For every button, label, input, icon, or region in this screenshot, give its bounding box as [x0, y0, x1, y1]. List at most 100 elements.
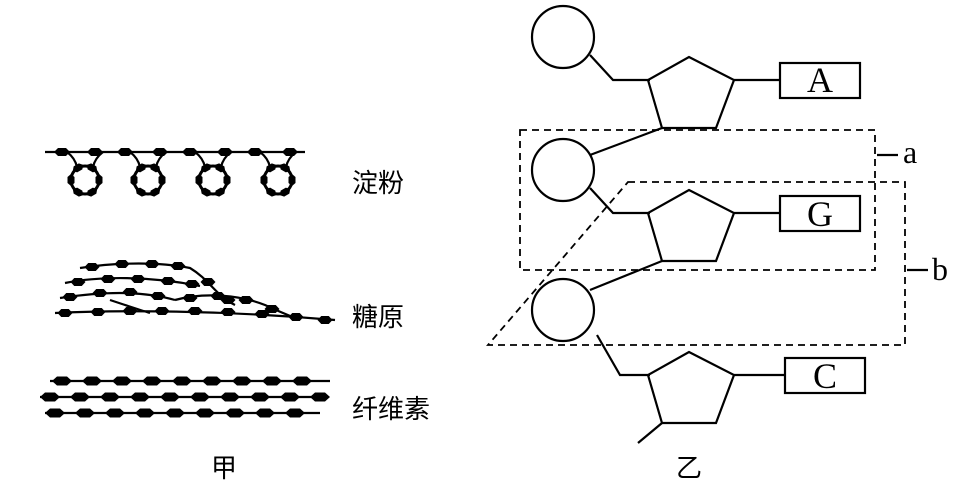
- pentose-sugar: [646, 55, 736, 130]
- glucose-unit: [254, 310, 270, 318]
- glucose-unit: [165, 408, 185, 418]
- glucose-unit: [265, 187, 277, 197]
- glucose-unit: [200, 163, 212, 173]
- glucose-unit: [117, 148, 133, 156]
- glucose-unit: [84, 263, 100, 271]
- glucose-unit: [122, 307, 138, 315]
- glucose-unit: [112, 376, 132, 386]
- base-box-a: [778, 61, 862, 100]
- glucose-unit: [210, 292, 226, 300]
- glucose-unit: [158, 174, 166, 186]
- glucose-unit: [317, 316, 333, 324]
- glucose-unit: [279, 187, 291, 197]
- glucose-unit: [114, 260, 130, 268]
- glucose-unit: [144, 260, 160, 268]
- pentose-sugar: [646, 188, 736, 263]
- glucose-unit: [182, 148, 198, 156]
- glucose-unit: [280, 392, 300, 402]
- glucose-unit: [172, 376, 192, 386]
- glucose-unit: [238, 296, 254, 304]
- glucose-unit: [150, 292, 166, 300]
- glucose-unit: [52, 376, 72, 386]
- region-a-box: [519, 129, 876, 271]
- glucose-unit: [184, 280, 200, 288]
- glucose-unit: [130, 392, 150, 402]
- glucose-unit: [100, 392, 120, 402]
- glucose-unit: [220, 296, 236, 304]
- glucose-unit: [54, 148, 70, 156]
- glucose-unit: [86, 163, 98, 173]
- glucose-unit: [72, 163, 84, 173]
- base-g-label: G: [807, 194, 833, 234]
- glucose-unit: [195, 408, 215, 418]
- pentose-sugar: [646, 350, 736, 425]
- glucose-unit: [220, 392, 240, 402]
- glucose-unit: [247, 148, 263, 156]
- panel-yi: A G C a: [486, 4, 948, 484]
- nucleotide-c: C: [530, 277, 867, 444]
- phosphate-circle: [530, 4, 596, 70]
- glucose-unit: [62, 293, 78, 301]
- cellulose-label: 纤维素: [352, 395, 430, 425]
- glucose-unit: [200, 278, 216, 286]
- glucose-unit: [135, 408, 155, 418]
- glucose-unit: [232, 376, 252, 386]
- glucose-unit: [67, 174, 75, 186]
- glucose-unit: [90, 308, 106, 316]
- bracket-a: a: [519, 129, 917, 271]
- glucose-unit: [154, 307, 170, 315]
- base-box-c: [783, 356, 867, 395]
- base-box-g: [778, 194, 862, 233]
- glucose-unit: [214, 187, 226, 197]
- base-a-label: A: [807, 60, 833, 100]
- glucose-unit: [92, 289, 108, 297]
- region-b-label: b: [932, 251, 948, 287]
- glucose-unit: [57, 309, 73, 317]
- glucose-unit: [200, 187, 212, 197]
- base-c-label: C: [813, 356, 837, 396]
- starch-structure: [45, 148, 305, 197]
- glucose-unit: [130, 275, 146, 283]
- glucose-unit: [202, 376, 222, 386]
- phosphate-circle: [530, 137, 596, 203]
- glucose-unit: [105, 408, 125, 418]
- glucose-unit: [260, 174, 268, 186]
- glucose-unit: [82, 376, 102, 386]
- glucose-unit: [190, 392, 210, 402]
- glucose-unit: [187, 307, 203, 315]
- glucose-unit: [265, 163, 277, 173]
- glucose-unit: [149, 163, 161, 173]
- glucose-unit: [170, 262, 186, 270]
- phosphate-circle: [530, 277, 596, 343]
- glucose-unit: [288, 174, 296, 186]
- glucose-unit: [135, 187, 147, 197]
- glucose-unit: [40, 392, 60, 402]
- glucose-unit: [70, 278, 86, 286]
- glucose-unit: [160, 392, 180, 402]
- panel-jia: 淀粉 糖原 纤维素 甲: [40, 148, 430, 484]
- glucose-unit: [45, 408, 65, 418]
- glucose-unit: [223, 174, 231, 186]
- glucose-unit: [285, 408, 305, 418]
- glycogen-structure: [54, 260, 336, 324]
- glucose-unit: [264, 305, 280, 313]
- panel-jia-caption: 甲: [211, 454, 237, 484]
- bracket-b: b: [486, 181, 948, 346]
- nucleotide-a: A: [530, 4, 862, 130]
- region-a-label: a: [903, 134, 917, 170]
- glucose-unit: [70, 392, 90, 402]
- glucose-unit: [100, 275, 116, 283]
- region-b-box: [486, 181, 906, 346]
- glucose-unit: [279, 163, 291, 173]
- cellulose-structure: [40, 376, 330, 418]
- glucose-unit: [122, 288, 138, 296]
- glucose-unit: [195, 174, 203, 186]
- glucose-unit: [262, 376, 282, 386]
- glucose-unit: [250, 392, 270, 402]
- glucose-unit: [142, 376, 162, 386]
- panel-yi-caption: 乙: [676, 454, 702, 484]
- glycogen-label: 糖原: [352, 303, 404, 333]
- glucose-unit: [310, 392, 330, 402]
- glucose-unit: [95, 174, 103, 186]
